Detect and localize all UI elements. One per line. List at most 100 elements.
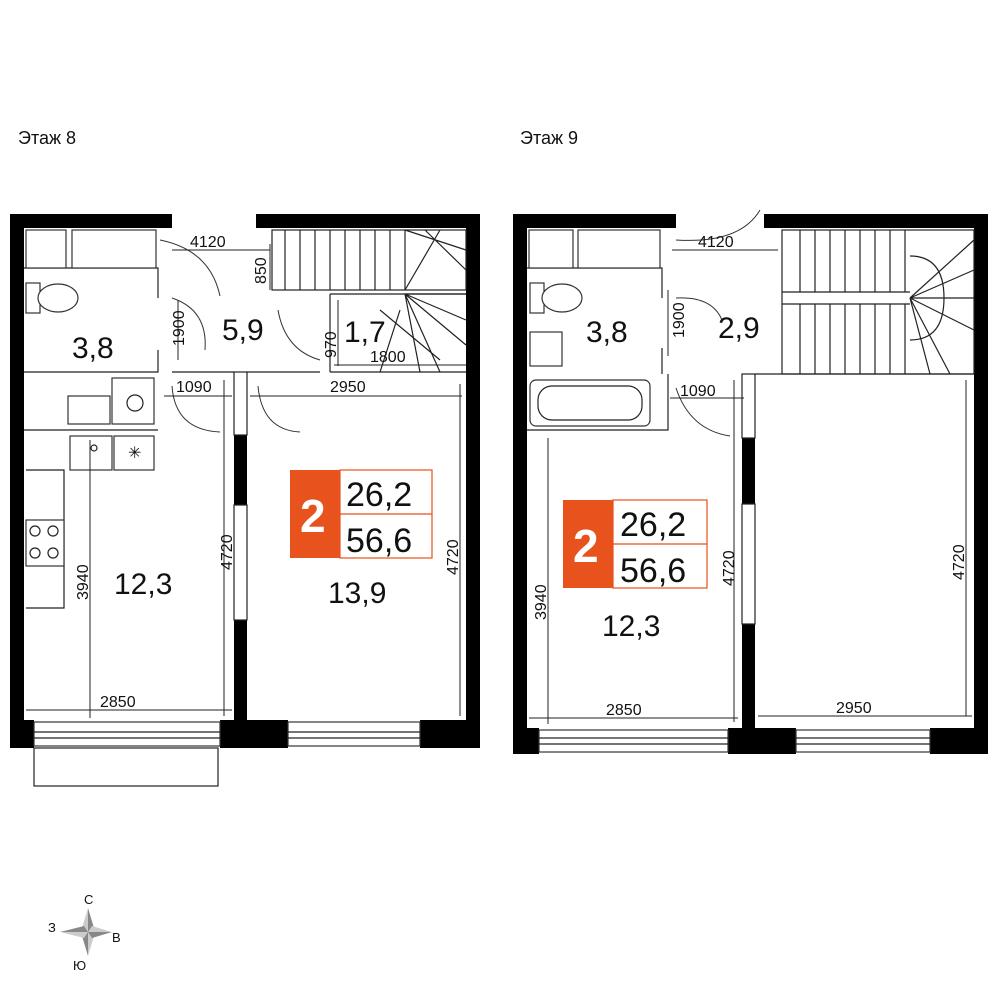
- room-area-bedroom: 12,3: [602, 610, 660, 643]
- room-area-hall: 5,9: [222, 314, 264, 347]
- stove-burner: [29, 547, 41, 559]
- wall: [420, 720, 480, 748]
- door-swing: [159, 239, 221, 297]
- partition: [741, 503, 756, 625]
- toilet-icon: [529, 282, 583, 314]
- wall: [974, 214, 988, 754]
- wall: [742, 624, 755, 728]
- badge-living-area: 26,2: [346, 476, 412, 514]
- dim-label: 4720: [219, 534, 236, 570]
- compass-north: С: [84, 892, 93, 907]
- apartment-badge: 2 26,2 56,6: [563, 499, 708, 590]
- stove-icon: [25, 519, 65, 567]
- badge-rooms-bg: [563, 500, 613, 588]
- compass-needle: [60, 926, 88, 932]
- window-pane: [796, 737, 930, 745]
- dim-label: 2950: [836, 700, 872, 717]
- dim-label: 1900: [671, 302, 688, 338]
- wall: [256, 214, 480, 228]
- room-area-hall: 2,9: [718, 312, 760, 345]
- compass-needle: [88, 926, 112, 932]
- window-niche: [528, 229, 574, 269]
- window-niche: [25, 229, 67, 269]
- stove-burner: [29, 525, 41, 537]
- wall: [513, 214, 676, 228]
- partition: [233, 371, 248, 436]
- dim-label: 970: [323, 331, 340, 358]
- staircase: [271, 229, 467, 373]
- wall: [742, 438, 755, 504]
- dim-label: 1800: [370, 349, 406, 366]
- kitchen-sink-icon: [69, 435, 113, 471]
- dim-label: 1900: [171, 310, 188, 346]
- dim-label: 4720: [445, 539, 462, 575]
- badge-rooms-count: 2: [300, 490, 326, 542]
- fridge-snowflake-icon: ✳: [128, 445, 141, 462]
- door-swing: [675, 297, 723, 321]
- wall: [930, 728, 988, 754]
- badge-rooms-count: 2: [573, 520, 599, 572]
- dim-label: 1090: [176, 379, 212, 396]
- window-pane: [539, 737, 728, 745]
- partition: [24, 267, 159, 298]
- room-area-bathroom: 3,8: [586, 316, 628, 349]
- window-pane: [34, 731, 220, 739]
- dim-label: 3940: [533, 584, 550, 620]
- sink-icon: [67, 395, 111, 425]
- door-swing: [171, 385, 221, 433]
- wall: [234, 435, 247, 505]
- door-swing: [257, 385, 301, 433]
- apartment-badge: 2 26,2 56,6: [290, 469, 433, 560]
- badge-rooms-bg: [290, 470, 340, 558]
- window-frame: [538, 729, 729, 753]
- compass-west: З: [48, 920, 56, 935]
- window-frame: [287, 721, 421, 747]
- partition: [24, 350, 159, 373]
- dim-label: 4120: [190, 234, 226, 251]
- compass-east: В: [112, 930, 121, 945]
- staircase: [781, 229, 975, 375]
- badge-living-area: 26,2: [620, 506, 686, 544]
- compass-needle: [88, 932, 94, 956]
- room-area-living: 13,9: [328, 577, 386, 610]
- badge-total-area: 56,6: [346, 522, 412, 560]
- partition: [527, 374, 669, 431]
- dim-label: 4720: [721, 550, 738, 586]
- window-frame: [795, 729, 931, 753]
- wall: [764, 214, 988, 228]
- compass-icon: С З В Ю: [48, 892, 121, 973]
- dim-label: 3940: [75, 564, 92, 600]
- compass-needle: [88, 932, 112, 938]
- room-area-kitchen: 12,3: [114, 568, 172, 601]
- dim-label: 2850: [606, 702, 642, 719]
- wall: [10, 214, 172, 228]
- dim-label: 2950: [330, 379, 366, 396]
- wall: [10, 720, 34, 748]
- window-pane: [288, 731, 420, 739]
- faucet: [90, 444, 98, 452]
- floor-9-title: Этаж 9: [520, 128, 578, 148]
- dim-label: 1090: [680, 383, 716, 400]
- wall: [234, 620, 247, 720]
- partition: [233, 504, 248, 621]
- badge-total-area: 56,6: [620, 552, 686, 590]
- door-swing: [277, 309, 321, 361]
- bathtub-icon: [529, 379, 651, 427]
- floor-8-plan: ✳: [10, 214, 480, 787]
- wall: [10, 214, 24, 748]
- dim-label: 4720: [951, 544, 968, 580]
- bathtub-basin: [537, 385, 643, 421]
- wall: [513, 214, 527, 754]
- floor-9-plan: 4120 1900 1090 3940 4720 4720 2850 2950 …: [513, 209, 988, 754]
- stove-burner: [47, 547, 59, 559]
- balcony: [33, 747, 219, 787]
- sink-icon: [529, 331, 563, 367]
- room-area-stairs: 1,7: [344, 316, 386, 349]
- fridge-icon: [113, 435, 155, 471]
- stove-burner: [47, 525, 59, 537]
- washing-machine-drum: [126, 394, 144, 412]
- floor-8-title: Этаж 8: [18, 128, 76, 148]
- compass-needle: [60, 932, 88, 938]
- wall: [220, 720, 288, 748]
